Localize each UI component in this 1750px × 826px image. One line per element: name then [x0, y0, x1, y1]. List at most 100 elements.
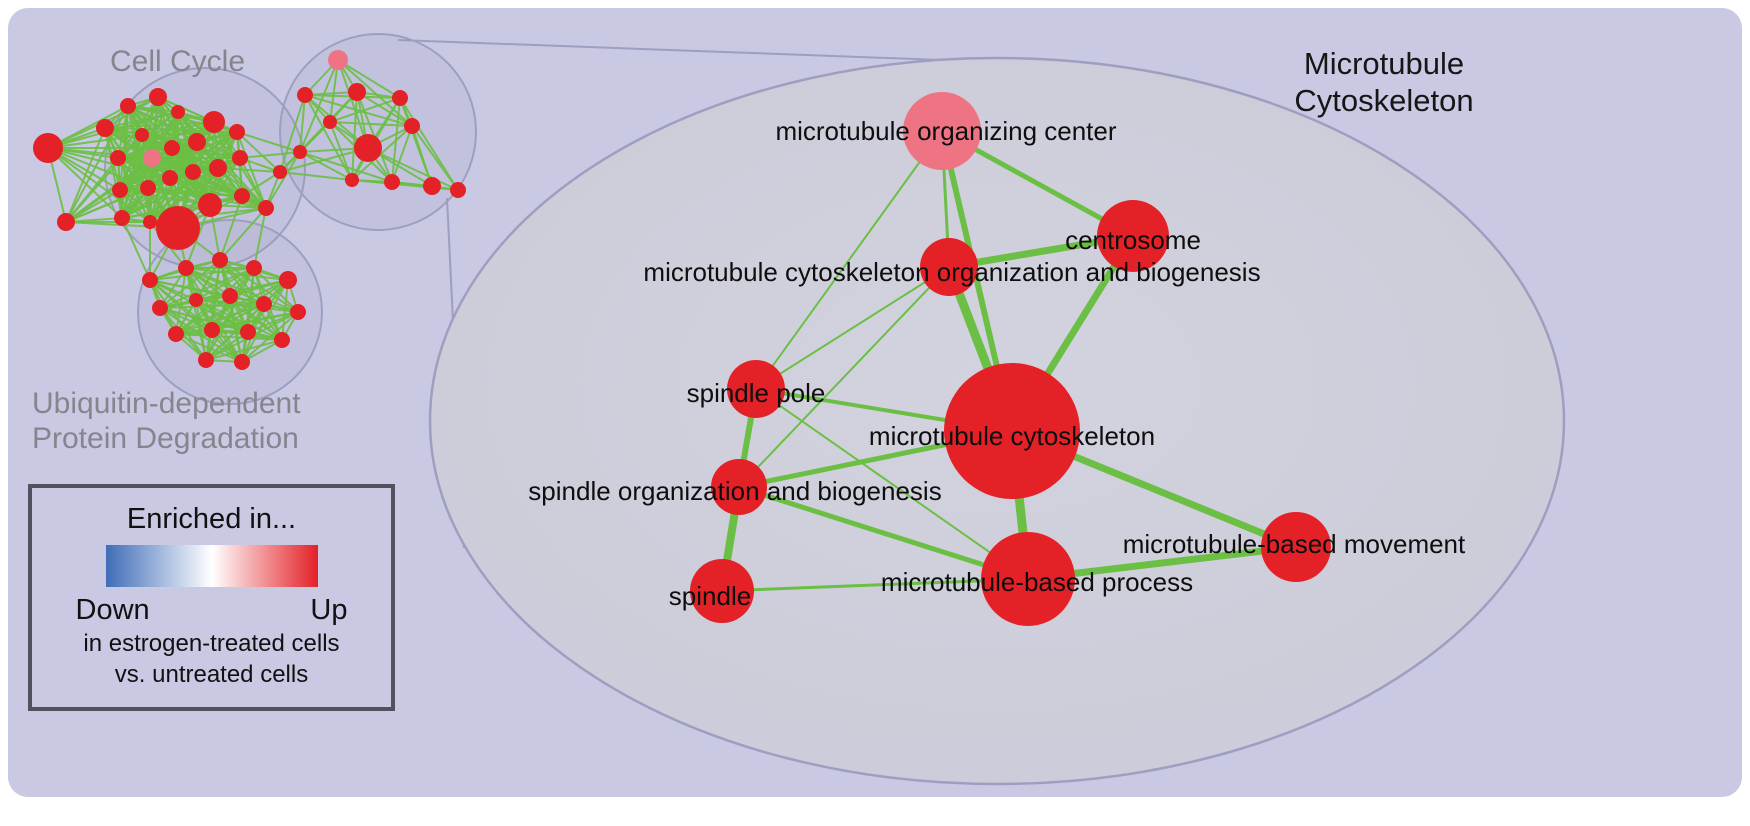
overview-node [450, 182, 466, 198]
overview-node [143, 149, 161, 167]
overview-edge [219, 207, 267, 261]
overview-node [290, 304, 306, 320]
zoom-cone-line [397, 39, 943, 61]
overview-node [57, 213, 75, 231]
overview-edge [219, 195, 243, 261]
overview-node [423, 177, 441, 195]
overview-edge [205, 331, 249, 361]
overview-node [293, 145, 307, 159]
overview-node [222, 288, 238, 304]
overview-node [203, 111, 225, 133]
overview-edge [159, 307, 213, 331]
zoom-node-spindle_org [711, 459, 767, 515]
overview-edge [337, 59, 401, 99]
overview-edge [329, 121, 353, 181]
zoom-edge-moc-spindle_pole [755, 130, 943, 390]
overview-node [96, 119, 114, 137]
overview-node [256, 296, 272, 312]
legend-title: Enriched in... [126, 503, 297, 535]
overview-edge [169, 131, 238, 179]
overview-node [149, 88, 167, 106]
overview-edge [121, 217, 151, 281]
overview-node [198, 193, 222, 217]
zoom-node-mbp [981, 532, 1075, 626]
zoom-edge-spindle_org-mbp [736, 484, 1031, 582]
legend-box: Enriched in... Down Up in estrogen-treat… [28, 484, 395, 711]
overview-node [323, 115, 337, 129]
zoom-node-label-spindle_pole: spindle pole [687, 378, 826, 408]
overview-edge [205, 339, 283, 361]
overview-edge [367, 147, 459, 191]
overview-edge [299, 151, 353, 181]
overview-edge [195, 267, 255, 301]
zoom-node-spindle_pole [727, 360, 785, 418]
overview-node [135, 128, 149, 142]
overview-edge [253, 267, 299, 313]
overview-node [274, 332, 290, 348]
cluster-label-microtubule-cytoskeleton: Microtubule Cytoskeleton [1294, 46, 1474, 118]
overview-node [234, 354, 250, 370]
zoom-node-centrosome [1097, 200, 1169, 272]
overview-edge [65, 127, 106, 223]
overview-edge [239, 157, 267, 209]
overview-node [198, 352, 214, 368]
overview-node [112, 182, 128, 198]
overview-node [234, 188, 250, 204]
overview-edge [279, 94, 306, 173]
overview-edge [299, 94, 306, 153]
zoom-edge-spindle_pole-mbp [755, 388, 1029, 580]
overview-node [392, 90, 408, 106]
zoom-node-label-mbp: microtubule-based process [881, 567, 1193, 597]
overview-node [384, 174, 400, 190]
overview-edge [265, 151, 301, 209]
overview-edge [391, 125, 413, 183]
overview-edge [356, 91, 413, 127]
overview-node [348, 83, 366, 101]
legend-up-label: Up [310, 594, 348, 626]
overview-edge [159, 259, 221, 309]
overview-node [162, 170, 178, 186]
overview-node [246, 260, 262, 276]
zoom-node-label-centrosome: centrosome [1065, 225, 1201, 255]
overview-edge [185, 267, 289, 281]
legend-subtitle-line2: vs. untreated cells [114, 660, 309, 688]
overview-edge [196, 141, 267, 209]
zoom-node-label-mbm: microtubule-based movement [1123, 529, 1466, 559]
overview-node [189, 293, 203, 307]
overview-node [354, 134, 382, 162]
zoom-node-label-moc: microtubule organizing center [775, 116, 1116, 146]
overview-edge [399, 97, 459, 191]
overview-edge [253, 207, 267, 269]
overview-edge [117, 96, 159, 159]
overview-node [152, 300, 168, 316]
overview-edge [217, 167, 281, 173]
overview-edge [149, 177, 171, 223]
overview-edge [175, 333, 283, 341]
zoom-edge-spindle-mbp [720, 577, 1030, 593]
overview-edge [411, 125, 459, 191]
overview-edge [119, 141, 198, 191]
overview-edge [175, 267, 187, 335]
overview-node [156, 206, 200, 250]
overview-node [229, 124, 245, 140]
overview-edge [65, 157, 119, 223]
overview-edge [337, 59, 413, 127]
overview-edge [241, 267, 255, 363]
overview-node [273, 165, 287, 179]
zoom-node-mco [920, 238, 978, 296]
overview-edge [304, 94, 413, 127]
zoom-node-label-mco: microtubule cytoskeleton organization an… [643, 257, 1260, 287]
overview-node [404, 118, 420, 134]
legend-gradient-bar [105, 545, 318, 587]
overview-edge [236, 131, 301, 153]
zoom-edge-mco-spindle_pole [755, 266, 950, 390]
zoom-node-spindle [690, 559, 754, 623]
overview-edge [299, 151, 393, 183]
overview-edge [239, 151, 301, 159]
overview-edge [141, 121, 215, 136]
overview-node [171, 105, 185, 119]
zoom-node-mbm [1261, 512, 1331, 582]
overview-edge [229, 279, 289, 297]
